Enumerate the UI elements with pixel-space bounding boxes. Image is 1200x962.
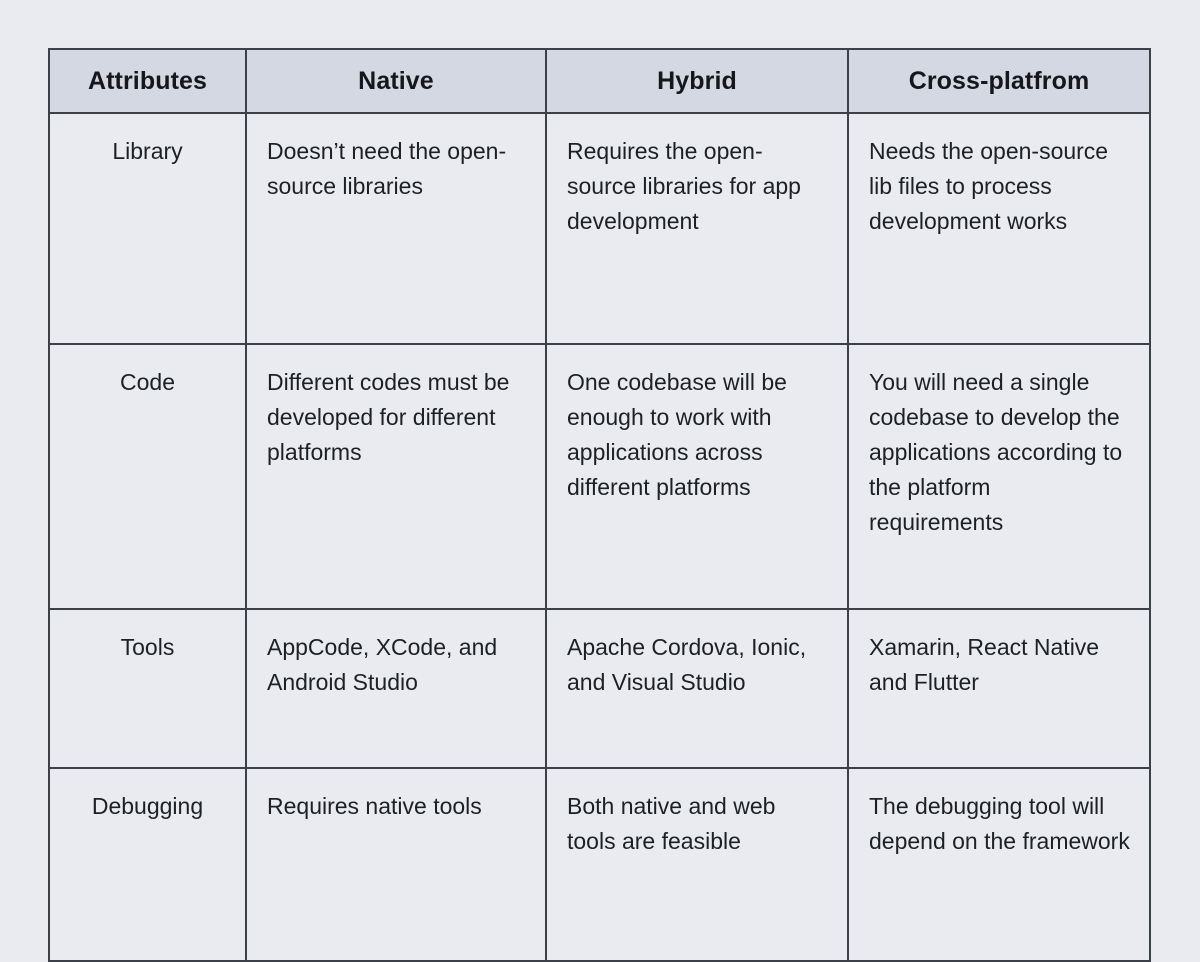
page-root: Attributes Native Hybrid Cross-platfrom … <box>48 48 1151 962</box>
table-header-row: Attributes Native Hybrid Cross-platfrom <box>48 48 1151 114</box>
cell-text: Xamarin, React Native and Flutter <box>869 634 1100 695</box>
cell-native-debugging: Requires native tools <box>245 767 547 962</box>
cell-native-tools: AppCode, XCode, and Android Studio <box>245 608 547 769</box>
table-row: Debugging Requires native tools Both nat… <box>48 767 1151 962</box>
column-header-native: Native <box>245 48 547 114</box>
cell-attribute-debugging: Debugging <box>48 767 247 962</box>
table-row: Library Doesn’t need the open-source lib… <box>48 112 1151 345</box>
cell-cross-platform-tools: Xamarin, React Native and Flutter <box>847 608 1151 769</box>
cell-text: Needs the open-source lib files to proce… <box>869 138 1109 234</box>
column-header-attributes: Attributes <box>48 48 247 114</box>
cell-text: Both native and web tools are feasible <box>567 793 776 854</box>
cell-cross-platform-debugging: The debugging tool will depend on the fr… <box>847 767 1151 962</box>
table-body: Library Doesn’t need the open-source lib… <box>48 112 1151 962</box>
cell-text: Doesn’t need the open-source libraries <box>267 138 507 199</box>
cell-hybrid-code: One codebase will be enough to work with… <box>545 343 849 610</box>
cell-text: Library <box>112 138 183 164</box>
cell-text: AppCode, XCode, and Android Studio <box>267 634 498 695</box>
cell-cross-platform-library: Needs the open-source lib files to proce… <box>847 112 1151 345</box>
cell-native-library: Doesn’t need the open-source libraries <box>245 112 547 345</box>
cell-hybrid-tools: Apache Cordova, Ionic, and Visual Studio <box>545 608 849 769</box>
cell-native-code: Different codes must be developed for di… <box>245 343 547 610</box>
cell-attribute-library: Library <box>48 112 247 345</box>
cell-text: Apache Cordova, Ionic, and Visual Studio <box>567 634 807 695</box>
cell-hybrid-debugging: Both native and web tools are feasible <box>545 767 849 962</box>
cell-text: Debugging <box>91 793 204 819</box>
cell-attribute-code: Code <box>48 343 247 610</box>
cell-text: Requires the open-source libraries for a… <box>567 138 801 234</box>
cell-cross-platform-code: You will need a single codebase to devel… <box>847 343 1151 610</box>
column-header-hybrid: Hybrid <box>545 48 849 114</box>
cell-text: Code <box>120 369 175 395</box>
cell-text: Different codes must be developed for di… <box>267 369 510 465</box>
cell-text: Requires native tools <box>267 793 482 819</box>
table-row: Code Different codes must be developed f… <box>48 343 1151 610</box>
cell-text: The debugging tool will depend on the fr… <box>869 793 1130 854</box>
column-header-cross-platform: Cross-platfrom <box>847 48 1151 114</box>
cell-text: You will need a single codebase to devel… <box>869 369 1123 535</box>
cell-text: One codebase will be enough to work with… <box>567 369 787 500</box>
cell-text: Tools <box>120 634 175 660</box>
cell-attribute-tools: Tools <box>48 608 247 769</box>
table-row: Tools AppCode, XCode, and Android Studio… <box>48 608 1151 769</box>
cell-hybrid-library: Requires the open-source libraries for a… <box>545 112 849 345</box>
table-header: Attributes Native Hybrid Cross-platfrom <box>48 48 1151 114</box>
